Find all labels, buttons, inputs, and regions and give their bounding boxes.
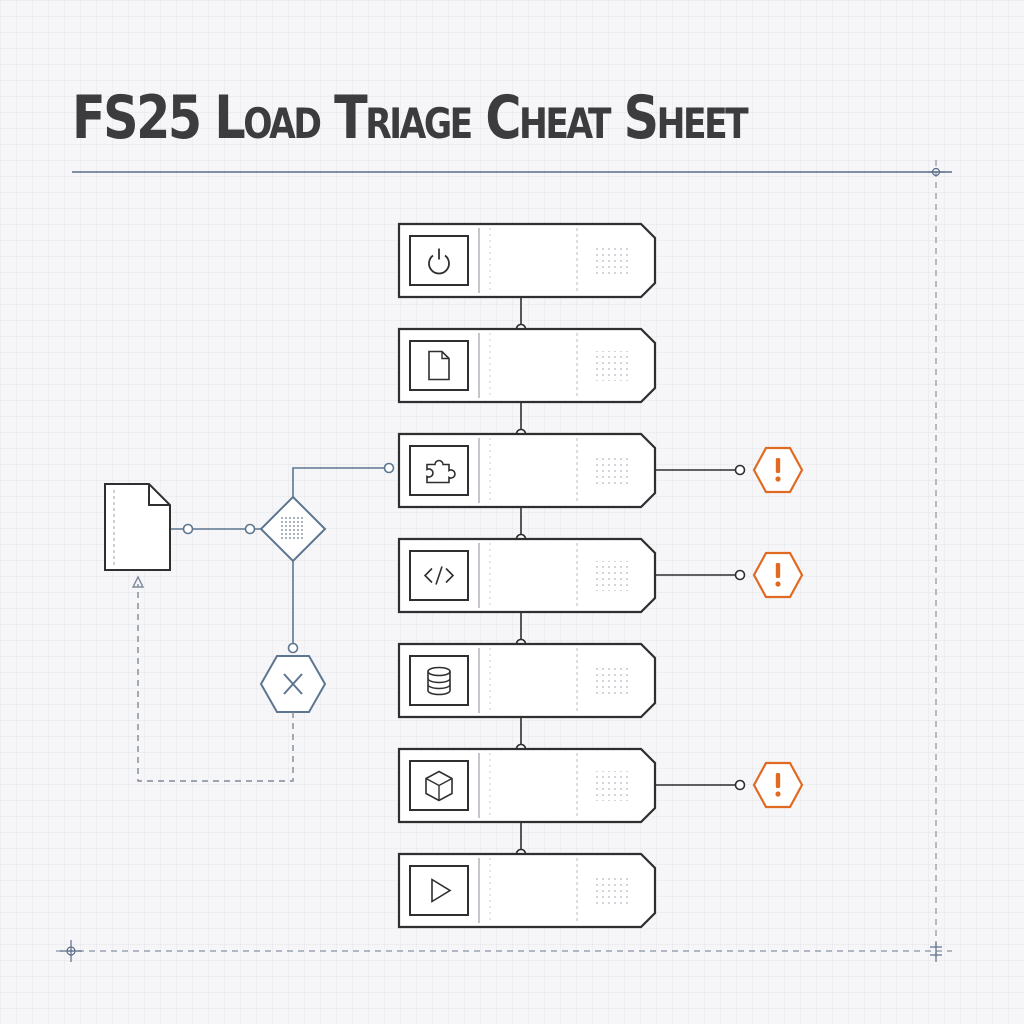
crosshair-icon <box>930 942 942 962</box>
cube-icon <box>409 760 469 811</box>
puzzle-icon <box>409 445 469 496</box>
arrow-up-icon <box>131 575 145 588</box>
power-icon <box>409 235 469 286</box>
warning-exclamation-icon <box>752 761 804 809</box>
warning-branch <box>655 551 804 599</box>
stage-dot-grid <box>592 456 630 486</box>
crosshair-icon <box>60 940 82 962</box>
pipeline-stage <box>397 297 657 404</box>
file-icon <box>409 340 469 391</box>
decision-to-failure-connector <box>287 561 299 654</box>
decision-diamond-icon <box>259 495 327 563</box>
document-to-decision-connector <box>171 523 262 535</box>
database-icon <box>409 655 469 706</box>
warning-exclamation-icon <box>752 551 804 599</box>
error-x-hexagon-icon <box>259 655 327 713</box>
retry-loop-connector <box>137 584 294 782</box>
warning-exclamation-icon <box>752 446 804 494</box>
pipeline-stage <box>397 222 657 299</box>
stage-dot-grid <box>592 771 630 801</box>
stage-dot-grid <box>592 666 630 696</box>
stage-dot-grid <box>592 876 630 906</box>
code-icon <box>409 550 469 601</box>
page-title: FS25 Load Triage Cheat Sheet <box>72 83 749 153</box>
decision-to-stage-connector <box>292 462 395 497</box>
stage-dot-grid <box>592 561 630 591</box>
pipeline-stage <box>397 507 804 614</box>
warning-branch <box>655 446 804 494</box>
document-icon <box>104 483 171 571</box>
stage-dot-grid <box>592 351 630 381</box>
pipeline <box>397 222 804 929</box>
play-icon <box>409 865 469 916</box>
stage-dot-grid <box>592 246 630 276</box>
crosshair-icon <box>928 167 944 177</box>
blueprint-frame <box>56 160 952 962</box>
pipeline-stage <box>397 717 804 824</box>
pipeline-stage <box>397 612 657 719</box>
side-flow <box>104 462 395 782</box>
pipeline-stage <box>397 402 804 509</box>
pipeline-stage <box>397 822 657 929</box>
warning-branch <box>655 761 804 809</box>
